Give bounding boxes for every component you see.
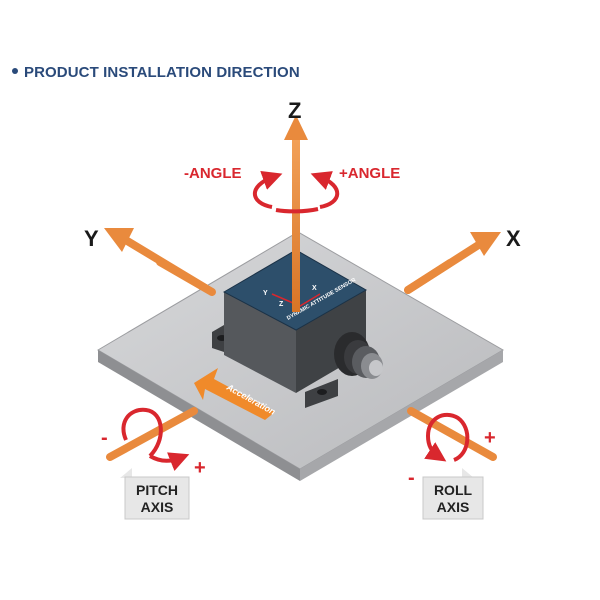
z-axis-label: Z: [288, 98, 301, 123]
roll-axis: - +: [407, 407, 497, 489]
pitch-axis-line2: AXIS: [141, 499, 174, 515]
y-axis-label: Y: [84, 226, 99, 251]
roll-axis-line1: ROLL: [434, 482, 473, 498]
z-rotation-arrow: [253, 170, 340, 214]
pitch-axis-line1: PITCH: [136, 482, 178, 498]
roll-axis-tag: ROLL AXIS: [422, 468, 484, 520]
pitch-axis-tag: PITCH AXIS: [120, 468, 190, 520]
heading-text: PRODUCT INSTALLATION DIRECTION: [24, 64, 300, 81]
y-axis-arrow-front: [156, 258, 216, 296]
mini-z-label: Z: [279, 301, 284, 308]
bullet-icon: [12, 68, 18, 75]
positive-angle-label: +ANGLE: [339, 165, 400, 182]
mini-x-label: X: [312, 285, 317, 292]
section-heading: PRODUCT INSTALLATION DIRECTION: [12, 64, 300, 81]
roll-axis-line2: AXIS: [437, 499, 470, 515]
mini-y-label: Y: [263, 290, 268, 297]
pitch-plus-label: +: [194, 457, 206, 479]
roll-plus-label: +: [484, 427, 496, 449]
z-axis-arrow: [284, 115, 308, 312]
x-axis-arrow-front: [404, 259, 454, 294]
x-axis-label: X: [506, 226, 521, 251]
roll-minus-label: -: [408, 467, 415, 489]
pitch-axis: - +: [101, 407, 206, 479]
pitch-minus-label: -: [101, 427, 108, 449]
negative-angle-label: -ANGLE: [184, 165, 242, 182]
